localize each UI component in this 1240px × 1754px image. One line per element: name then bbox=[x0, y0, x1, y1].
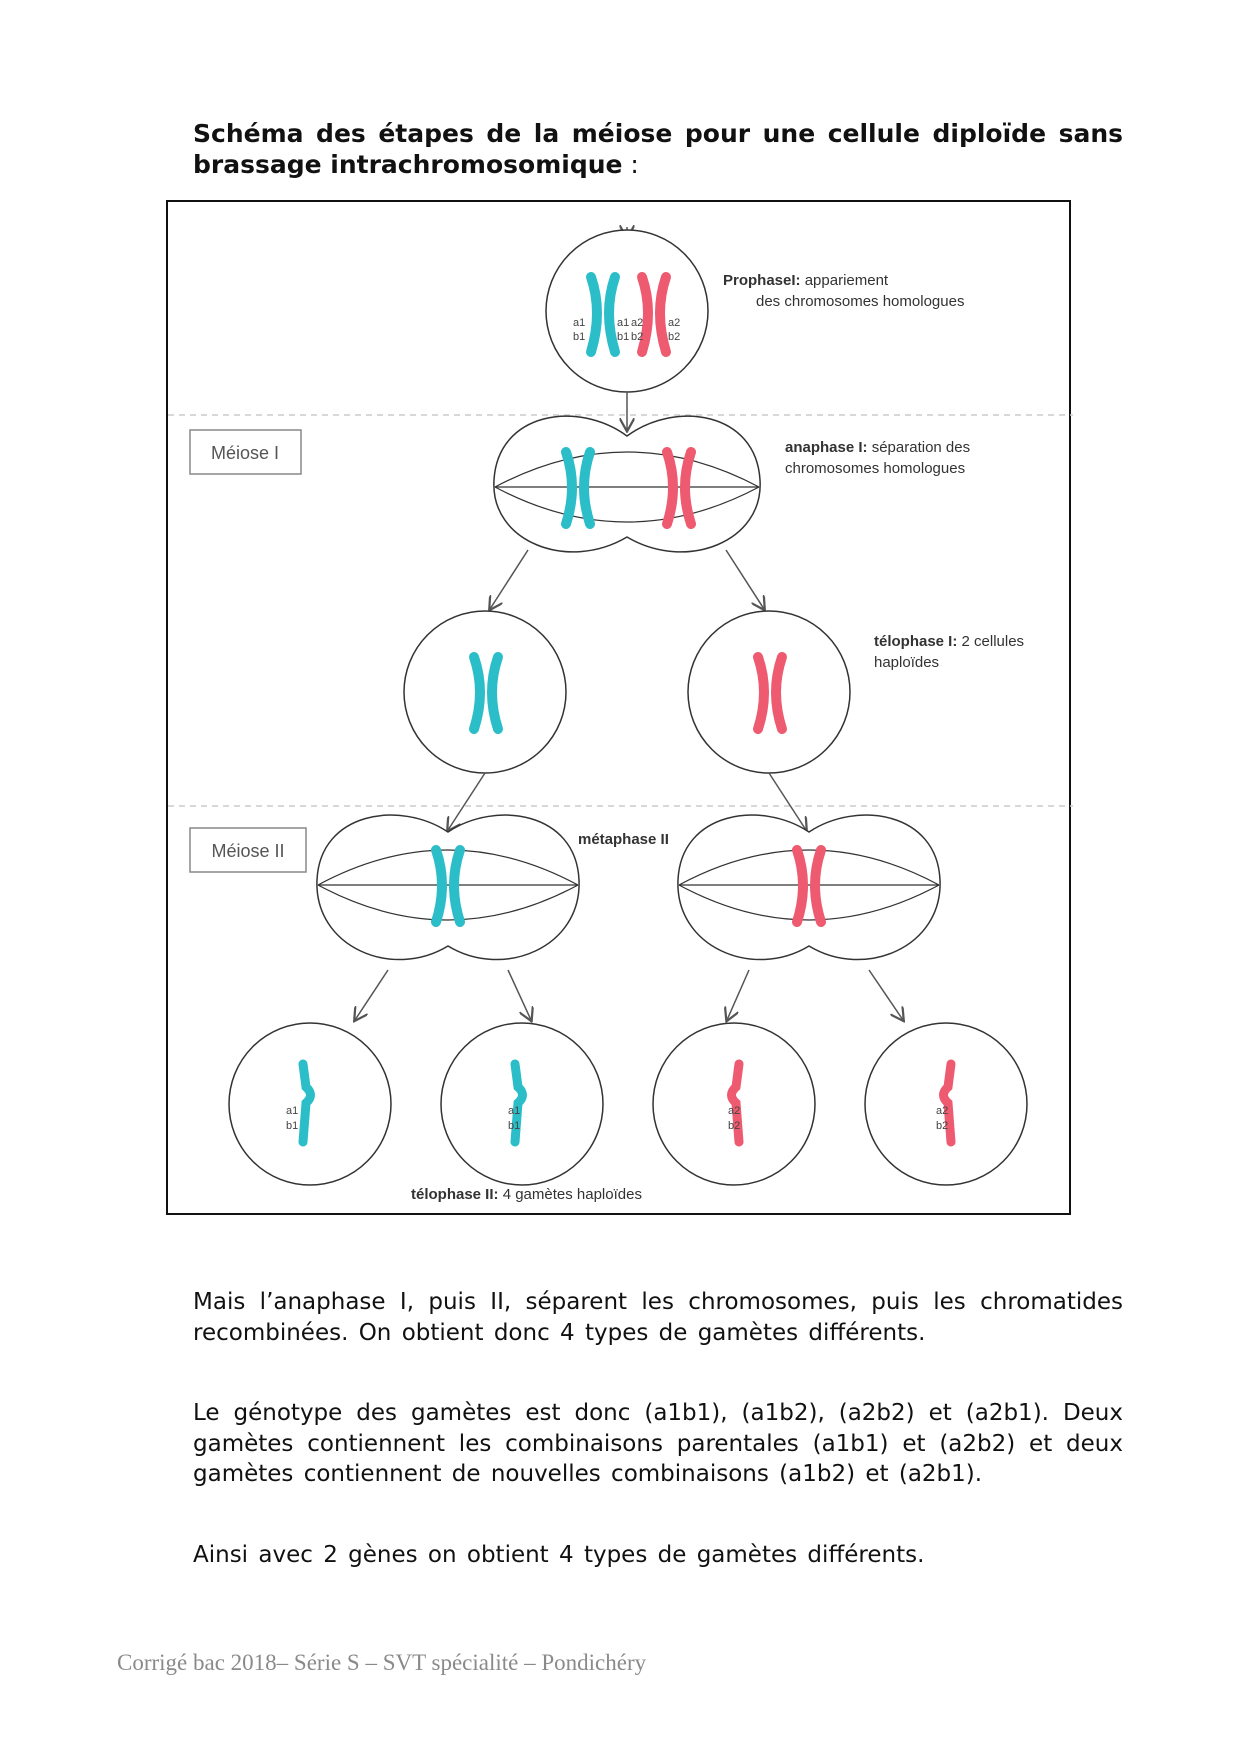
heading-tail: : bbox=[622, 150, 639, 179]
meiosis-diagram: Méiose I Méiose II a1 b1 a1 b1 a2 b2 a2 … bbox=[166, 200, 1073, 1215]
prophase-allele-b1-left: b1 bbox=[573, 331, 585, 343]
telophase2-label-bold: télophase II: bbox=[411, 1186, 499, 1203]
telophase1-label-line1: 2 cellules bbox=[957, 633, 1024, 650]
telophase1-label: télophase I: 2 cellules bbox=[874, 633, 1024, 650]
telophase1-label-bold: télophase I: bbox=[874, 633, 957, 650]
arrow-to-telophase1-right bbox=[725, 549, 764, 609]
prophase-label-bold: ProphaseI: bbox=[723, 272, 801, 289]
gamete-2-allele-a1: a1 bbox=[508, 1105, 520, 1117]
prophase-allele-b2-right: b2 bbox=[668, 331, 680, 343]
prophase-cell bbox=[545, 229, 709, 393]
gamete-1-chromatid bbox=[298, 1059, 315, 1147]
telophase1-pink-chromosome bbox=[753, 652, 787, 734]
arrow-to-gamete-2 bbox=[507, 969, 531, 1020]
metaphase2-cell-right bbox=[677, 814, 941, 961]
paragraph-genotype: Le génotype des gamètes est donc (a1b1),… bbox=[193, 1400, 1123, 1487]
gamete-2-chromatid bbox=[510, 1059, 527, 1147]
anaphase-teal-chromosome bbox=[561, 447, 595, 529]
prophase-allele-a1-right: a1 bbox=[617, 317, 629, 329]
telophase2-label-line1: 4 gamètes haploïdes bbox=[499, 1186, 642, 1203]
metaphase2-teal-chromosome bbox=[431, 845, 465, 927]
arrow-to-metaphase2-right bbox=[768, 772, 806, 830]
anaphase-label-bold: anaphase I: bbox=[785, 439, 868, 456]
meiose2-label: Méiose II bbox=[211, 841, 284, 861]
gamete-4-allele-a2: a2 bbox=[936, 1105, 948, 1117]
anaphase-label-line2: chromosomes homologues bbox=[785, 460, 965, 477]
gamete-3-allele-b2: b2 bbox=[728, 1120, 740, 1132]
gamete-4-chromatid bbox=[939, 1059, 956, 1147]
gamete-4-allele-b2: b2 bbox=[936, 1120, 948, 1132]
arrow-to-telophase1-left bbox=[490, 549, 529, 609]
prophase-allele-a2-left: a2 bbox=[631, 317, 643, 329]
paragraph-anaphase: Mais l’anaphase I, puis II, séparent les… bbox=[193, 1289, 1123, 1346]
meiose2-box bbox=[189, 827, 307, 873]
prophase-allele-b2-left: b2 bbox=[631, 331, 643, 343]
gamete-2-allele-b1: b1 bbox=[508, 1120, 520, 1132]
anaphase-label-line1: séparation des bbox=[868, 439, 971, 456]
prophase-label-line1: appariement bbox=[801, 272, 889, 289]
page-heading: Schéma des étapes de la méiose pour une … bbox=[193, 118, 1123, 180]
arrow-to-gamete-1 bbox=[355, 969, 389, 1020]
heading-bold: Schéma des étapes de la méiose pour une … bbox=[193, 119, 1123, 179]
metaphase2-cell-left bbox=[316, 814, 580, 961]
gamete-1-allele-b1: b1 bbox=[286, 1120, 298, 1132]
prophase-pink-chromosome bbox=[637, 272, 671, 357]
paragraph-conclusion: Ainsi avec 2 gènes on obtient 4 types de… bbox=[193, 1542, 925, 1568]
gamete-1-allele-a1: a1 bbox=[286, 1105, 298, 1117]
prophase-allele-a1-left: a1 bbox=[573, 317, 585, 329]
meiose1-box bbox=[189, 429, 302, 475]
metaphase2-spindle-left bbox=[317, 849, 579, 921]
metaphase2-pink-chromosome bbox=[792, 845, 826, 927]
prophase-allele-a2-right: a2 bbox=[668, 317, 680, 329]
anaphase-cell bbox=[493, 415, 761, 553]
prophase-label: ProphaseI: appariement bbox=[723, 272, 889, 289]
telophase1-label-line2: haploïdes bbox=[874, 654, 939, 671]
gamete-3-allele-a2: a2 bbox=[728, 1105, 740, 1117]
anaphase-pink-chromosome bbox=[662, 447, 696, 529]
prophase-allele-b1-right: b1 bbox=[617, 331, 629, 343]
gamete-3-chromatid bbox=[727, 1059, 744, 1147]
arrow-to-gamete-3 bbox=[727, 969, 750, 1020]
anaphase-spindle bbox=[494, 451, 760, 523]
page-footer: Corrigé bac 2018– Série S – SVT spéciali… bbox=[117, 1650, 647, 1675]
prophase-teal-chromosome bbox=[586, 272, 620, 357]
metaphase2-spindle-right bbox=[678, 849, 940, 921]
metaphase2-label: métaphase II bbox=[578, 831, 669, 848]
prophase-label-line2: des chromosomes homologues bbox=[756, 293, 964, 310]
meiose1-label: Méiose I bbox=[211, 443, 279, 463]
arrow-to-metaphase2-left bbox=[448, 772, 486, 830]
arrow-to-gamete-4 bbox=[868, 969, 903, 1020]
telophase1-teal-chromosome bbox=[469, 652, 503, 734]
anaphase-label: anaphase I: séparation des bbox=[785, 439, 970, 456]
telophase2-label: télophase II: 4 gamètes haploïdes bbox=[411, 1186, 642, 1203]
meiosis-diagram-svg: Méiose I Méiose II a1 b1 a1 b1 a2 b2 a2 … bbox=[168, 202, 1073, 1203]
